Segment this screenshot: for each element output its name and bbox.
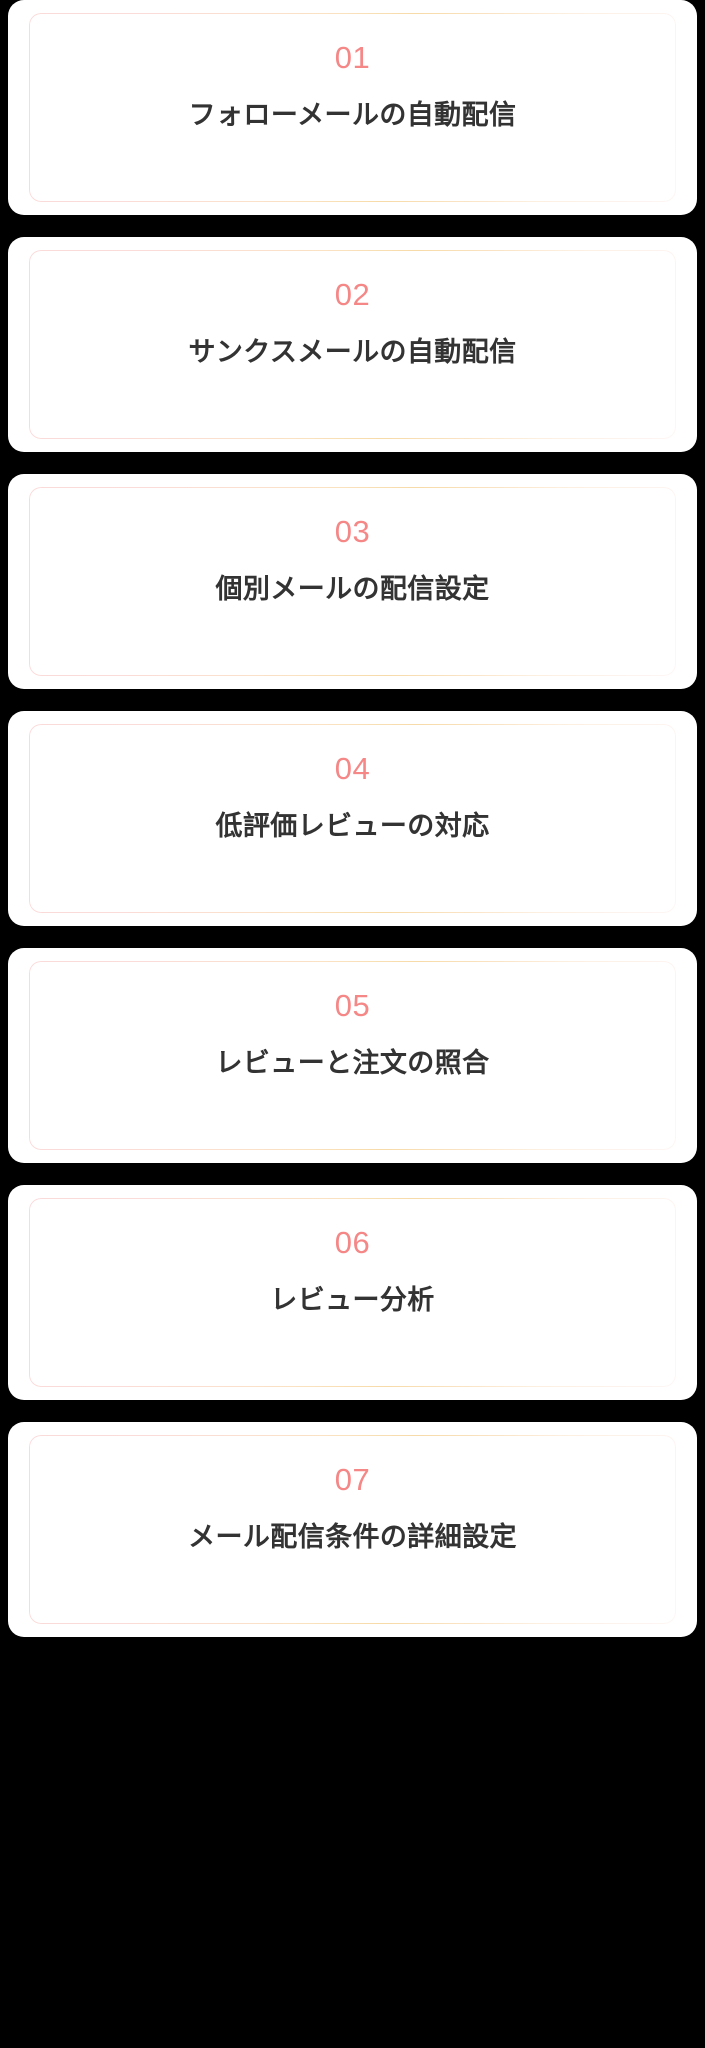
step-title-02: サンクスメールの自動配信 xyxy=(188,337,517,367)
step-number-02: 02 xyxy=(334,277,371,312)
card-content: 05 レビューと注文の照合 xyxy=(8,948,697,1163)
card-content: 06 レビュー分析 xyxy=(8,1185,697,1400)
step-number-05: 05 xyxy=(334,988,371,1023)
step-title-05: レビューと注文の照合 xyxy=(215,1048,490,1078)
step-number-07: 07 xyxy=(334,1462,371,1497)
step-title-07: メール配信条件の詳細設定 xyxy=(188,1522,517,1552)
card-content: 03 個別メールの配信設定 xyxy=(8,474,697,689)
step-number-01: 01 xyxy=(334,40,371,75)
card-content: 04 低評価レビューの対応 xyxy=(8,711,697,926)
feature-card-03[interactable]: 03 個別メールの配信設定 xyxy=(8,474,697,689)
step-title-03: 個別メールの配信設定 xyxy=(215,574,490,604)
step-number-06: 06 xyxy=(334,1225,371,1260)
feature-card-list: 01 フォローメールの自動配信 02 サンクスメールの自動配信 03 個別メール… xyxy=(8,0,697,1637)
step-title-06: レビュー分析 xyxy=(270,1285,435,1315)
step-title-04: 低評価レビューの対応 xyxy=(215,811,490,841)
feature-card-06[interactable]: 06 レビュー分析 xyxy=(8,1185,697,1400)
feature-card-01[interactable]: 01 フォローメールの自動配信 xyxy=(8,0,697,215)
feature-card-02[interactable]: 02 サンクスメールの自動配信 xyxy=(8,237,697,452)
card-content: 07 メール配信条件の詳細設定 xyxy=(8,1422,697,1637)
feature-card-04[interactable]: 04 低評価レビューの対応 xyxy=(8,711,697,926)
card-content: 01 フォローメールの自動配信 xyxy=(8,0,697,215)
feature-card-07[interactable]: 07 メール配信条件の詳細設定 xyxy=(8,1422,697,1637)
step-title-01: フォローメールの自動配信 xyxy=(188,100,517,130)
feature-card-05[interactable]: 05 レビューと注文の照合 xyxy=(8,948,697,1163)
step-number-03: 03 xyxy=(334,514,371,549)
card-content: 02 サンクスメールの自動配信 xyxy=(8,237,697,452)
step-number-04: 04 xyxy=(334,751,371,786)
